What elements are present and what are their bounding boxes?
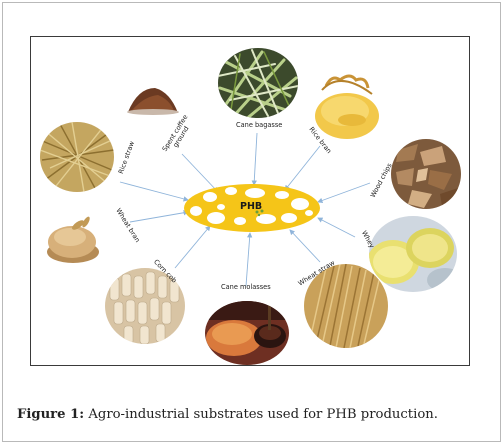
label-cane-molasses: Cane molasses [221,283,271,291]
arrow-corn-cob [174,225,211,269]
arrow-wheat-straw [289,229,321,263]
phb-center [184,184,320,232]
arrow-wheat-bran [129,210,189,223]
caption-prefix: Figure 1: [17,407,85,422]
arrow-cane-bagasse [251,132,258,186]
arrow-rice-straw [119,181,189,202]
phb-label: PHB [240,201,263,212]
figure-frame [2,2,501,442]
image-whey [369,216,457,292]
image-cane-molasses [205,301,289,365]
arrow-wood-chips [317,182,371,203]
image-corn-cob [105,268,185,344]
image-cane-bagasse [218,48,298,118]
image-wheat-straw [304,264,388,348]
arrow-rice-bran [284,145,321,191]
arrow-spent-coffee-ground [181,153,219,193]
arrows [119,132,371,287]
image-rice-bran [315,74,379,139]
image-wood-chips [391,139,461,209]
arrow-whey [317,217,356,238]
caption-text: Agro-industrial substrates used for PHB … [84,407,438,422]
figure-caption: Figure 1: Agro-industrial substrates use… [17,407,438,422]
image-wheat-bran [47,216,99,263]
image-rice-straw [40,122,114,192]
label-cane-bagasse: Cane bagasse [236,121,283,129]
arrow-cane-molasses [245,232,253,287]
image-spent-coffee-ground [127,88,179,115]
